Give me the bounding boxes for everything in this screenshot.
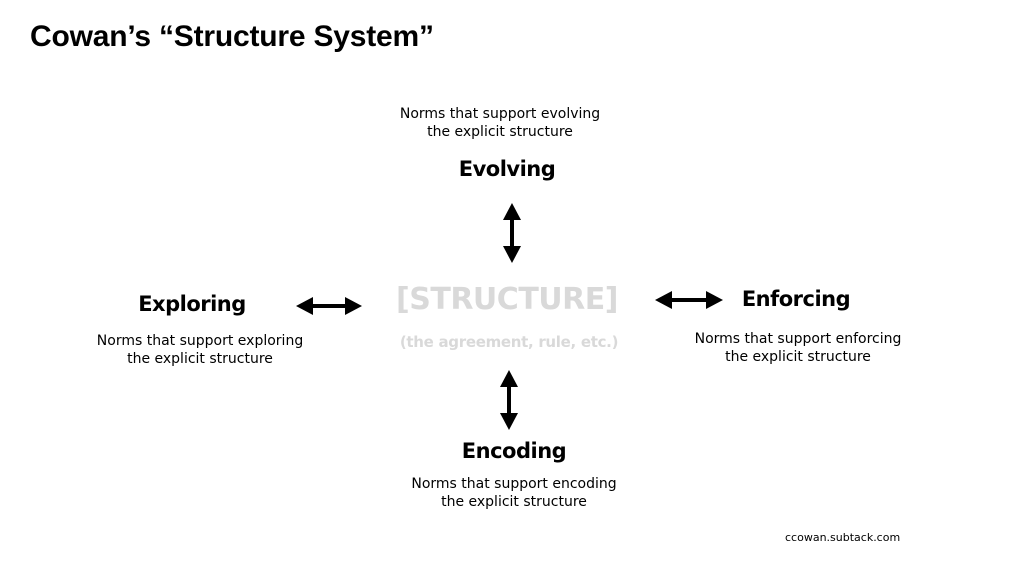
enforcing-description-line-1: Norms that support enforcing (694, 331, 902, 347)
exploring-description: Norms that support exploring the explici… (97, 332, 303, 368)
evolving-description-line-2: the explicit structure (427, 124, 573, 140)
enforcing-description: Norms that support enforcing the explici… (695, 330, 902, 366)
arrow-encoding (500, 370, 518, 430)
page-title: Cowan’s “Structure System” (30, 20, 434, 53)
exploring-label: Exploring (138, 292, 246, 316)
exploring-description-line-1: Norms that support exploring (96, 333, 304, 349)
arrow-evolving (503, 203, 521, 263)
arrow-exploring (296, 297, 362, 315)
encoding-label: Encoding (461, 439, 567, 463)
enforcing-label: Enforcing (741, 287, 851, 311)
evolving-description: Norms that support evolving the explicit… (400, 105, 600, 141)
encoding-description-line-2: the explicit structure (441, 494, 587, 510)
encoding-description-line-1: Norms that support encoding (411, 476, 617, 492)
enforcing-description-line-2: the explicit structure (725, 349, 871, 365)
encoding-description: Norms that support encoding the explicit… (411, 475, 616, 511)
arrow-enforcing (655, 291, 723, 309)
structure-title: [STRUCTURE] (396, 282, 618, 317)
evolving-label: Evolving (458, 157, 556, 181)
footer-source: ccowan.subtack.com (785, 531, 901, 544)
exploring-description-line-2: the explicit structure (127, 351, 273, 367)
evolving-description-line-1: Norms that support evolving (399, 106, 601, 122)
structure-subtitle: (the agreement, rule, etc.) (399, 333, 619, 351)
